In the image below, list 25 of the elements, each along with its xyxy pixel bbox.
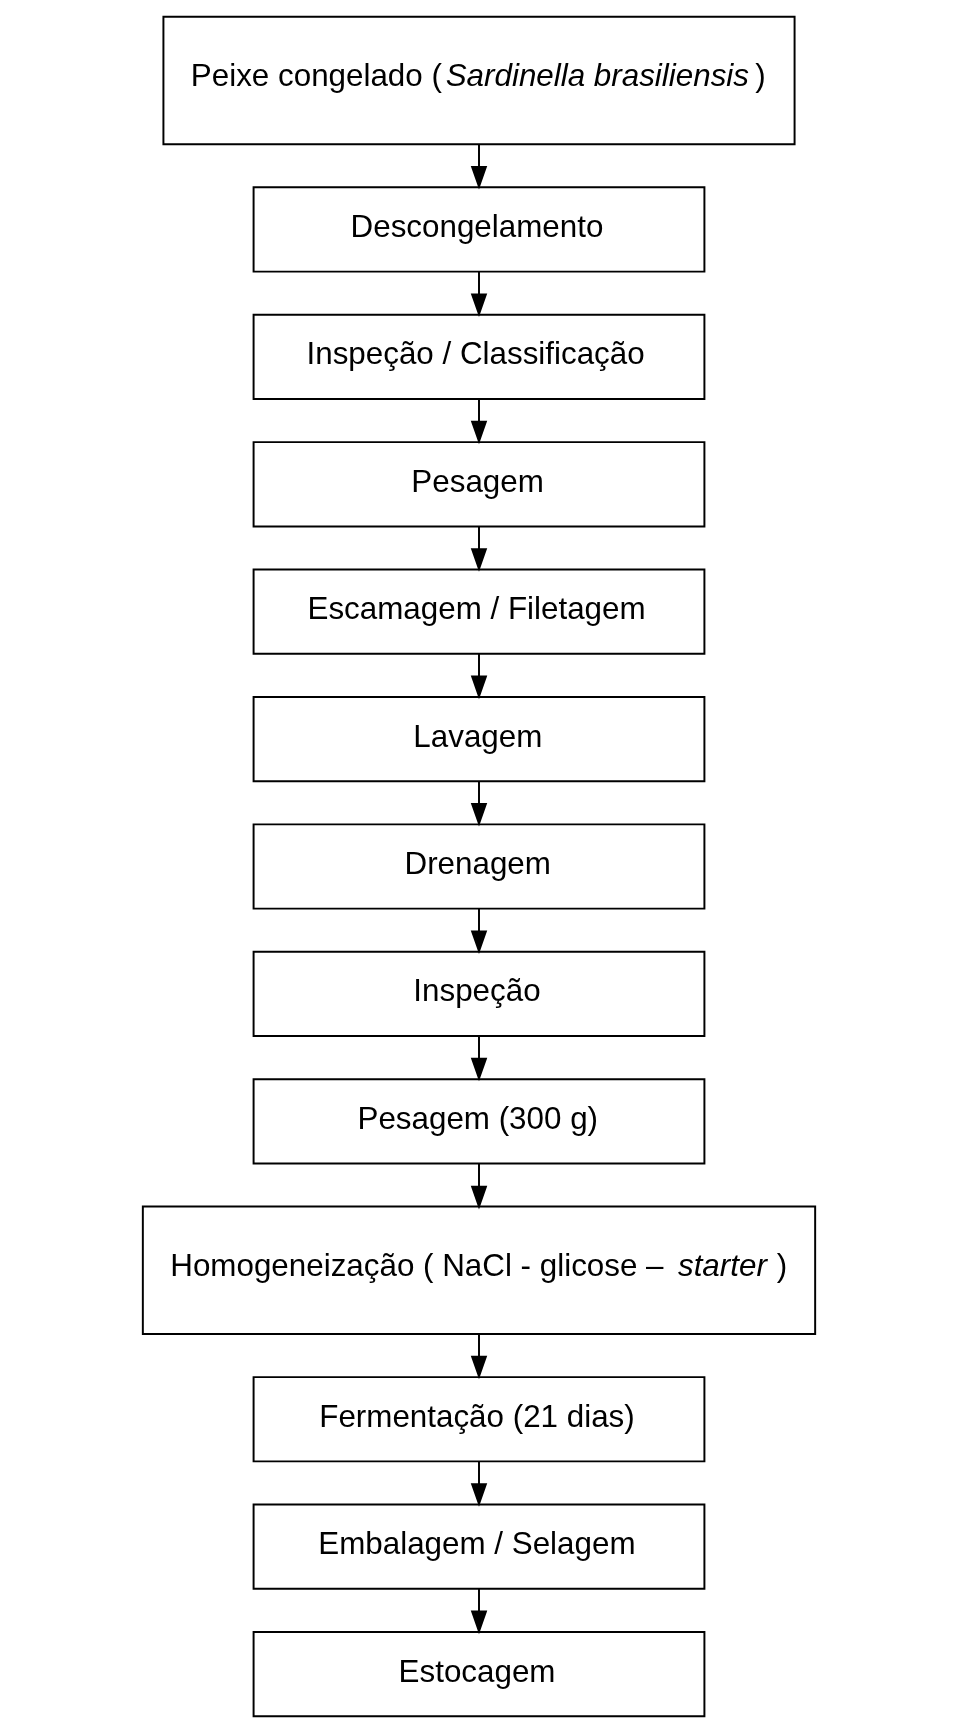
arrow [470,525,488,572]
node-box: Peixe congelado (Sardinella brasiliensis) [162,15,796,146]
node-box: Drenagem [252,823,706,910]
node-box: Inspeção / Classificação [252,313,706,400]
node-box: Descongelamento [252,186,706,273]
arrow [470,1333,488,1380]
arrow [470,270,488,317]
node-box: Pesagem [252,441,706,528]
node-box: Embalagem / Selagem [252,1503,706,1590]
arrow [470,1460,488,1507]
node-box: Fermentação (21 dias) [252,1376,706,1463]
node-box: Pesagem (300 g) [252,1078,706,1165]
arrow [470,143,488,190]
node-box: Escamagem / Filetagem [252,568,706,655]
node-box: Homogeneização ( NaCl - glicose – starter ) [141,1205,817,1335]
node-box: Estocagem [252,1630,706,1718]
arrow [470,1588,488,1635]
arrow [470,398,488,445]
arrow [470,653,488,700]
arrow [470,1035,488,1082]
arrow [470,780,488,827]
node-box: Lavagem [252,695,706,783]
arrow [470,1162,488,1210]
node-box: Inspeção [252,950,706,1038]
arrow [470,907,488,954]
